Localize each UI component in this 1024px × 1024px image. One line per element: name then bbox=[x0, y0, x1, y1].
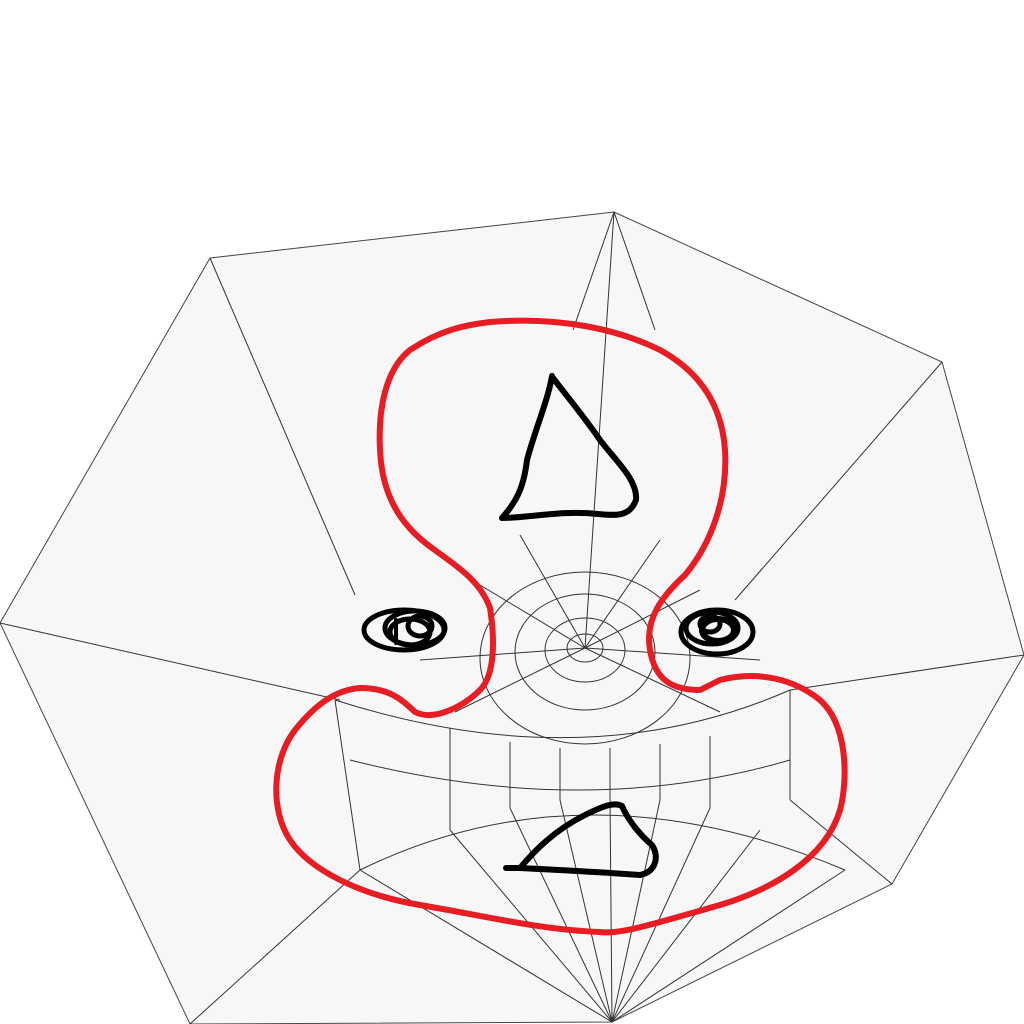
mesh-radial-lines bbox=[0, 211, 1024, 1024]
head-outline bbox=[273, 317, 848, 936]
mesh-web bbox=[334, 211, 846, 1023]
bottom-triangle bbox=[503, 801, 659, 878]
top-triangle bbox=[499, 373, 640, 521]
right-eye-scribble bbox=[678, 607, 756, 657]
left-eye-scribble bbox=[361, 607, 448, 653]
mesh-outer-polygon bbox=[0, 211, 1024, 1024]
